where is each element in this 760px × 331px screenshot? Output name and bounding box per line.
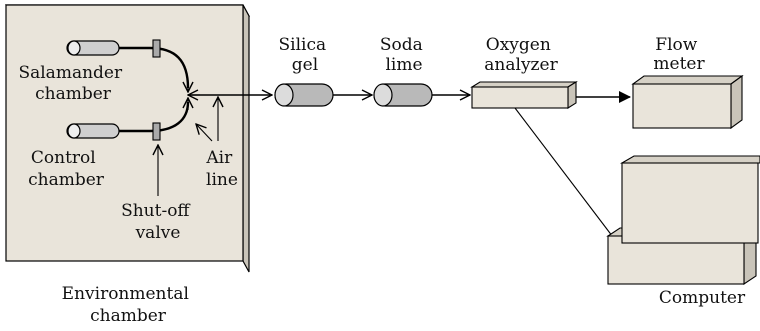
oxygen-analyzer-box bbox=[470, 81, 578, 109]
airline-pointer-1 bbox=[196, 124, 213, 142]
flow-meter-label: Flow meter bbox=[653, 35, 705, 74]
salamander-chamber-label: Salamander chamber bbox=[18, 63, 127, 104]
soda-lime-label: Soda lime bbox=[380, 35, 428, 75]
salamander-valve bbox=[152, 39, 161, 58]
computer bbox=[606, 155, 760, 286]
computer-label: Computer bbox=[659, 288, 746, 308]
silica-gel-label: Silica gel bbox=[278, 35, 331, 75]
environmental-chamber-label: Environmental chamber bbox=[62, 284, 195, 326]
shutoff-valve-label: Shut-off valve bbox=[121, 201, 195, 243]
soda-lime-tube bbox=[373, 83, 433, 107]
flow-meter-box bbox=[631, 74, 744, 130]
control-chamber-tube bbox=[66, 123, 120, 139]
silica-gel-tube bbox=[274, 83, 334, 107]
environmental-chamber bbox=[4, 4, 251, 273]
control-chamber-label: Control chamber bbox=[28, 148, 105, 190]
computer-cable bbox=[514, 107, 620, 246]
salamander-chamber-tube bbox=[66, 40, 120, 56]
control-valve bbox=[152, 122, 161, 141]
air-line-label: Air line bbox=[205, 148, 238, 190]
salamander-line bbox=[119, 46, 190, 89]
oxygen-analyzer-label: Oxygen analyzer bbox=[484, 35, 558, 75]
